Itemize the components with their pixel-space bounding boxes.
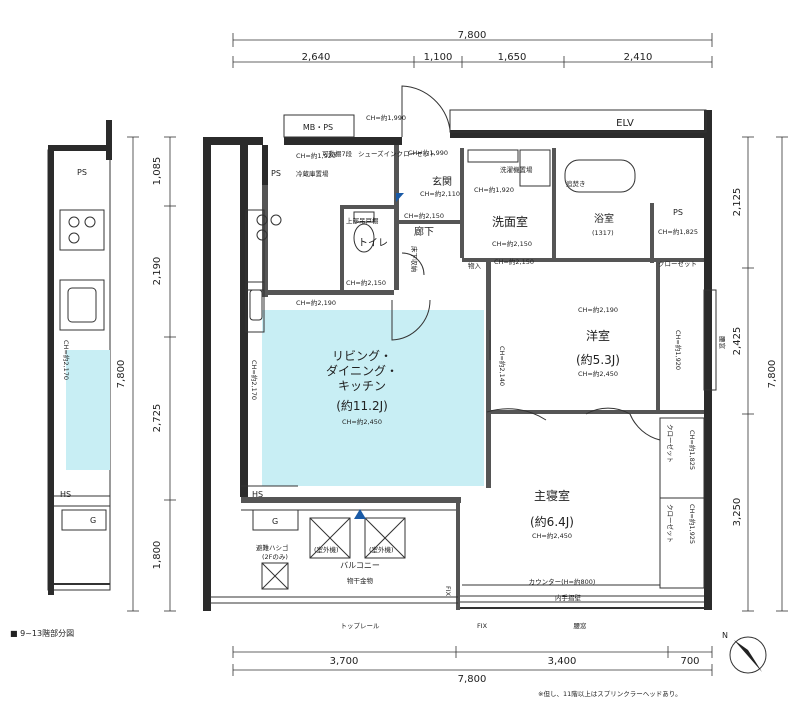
main-plan	[203, 85, 717, 611]
disaster-ladder-note: (2Fのみ)	[262, 553, 288, 561]
ch-1825-ps-label: CH=約1,825	[658, 227, 698, 236]
entrance-ch-label: CH=約2,110	[420, 189, 460, 198]
g-left-label: G	[90, 516, 96, 525]
outdoor-unit-2-label: (室外機)	[369, 545, 394, 554]
washer-label: 洗濯機置場	[500, 165, 533, 174]
closet-right1-label: クローゼット	[666, 424, 675, 463]
balcony-label: バルコニー	[340, 561, 380, 570]
partial-plan	[47, 120, 112, 595]
ch-1920-label: CH=約1,920	[474, 185, 514, 194]
left-dimension-1: 1,085	[152, 157, 163, 186]
top-rail-label: トップレール	[341, 622, 381, 630]
ch-1990b-label: CH=約1,990	[408, 148, 448, 157]
floor-storage-label: 床下収納	[410, 246, 419, 272]
washroom-label: 洗面室	[492, 214, 528, 229]
partial-plan-label: ■ 9~13階部分図	[10, 628, 74, 638]
western-room-ch: CH=約2,450	[578, 369, 618, 378]
clothes-hardware-label: 物干金物	[347, 576, 374, 585]
top-dimension-3: 1,650	[498, 52, 527, 63]
ch-1990-label: CH=約1,990	[366, 113, 406, 122]
ps-side-label: PS	[77, 168, 87, 177]
ch-1825-label: CH=約1,825	[688, 430, 697, 470]
top-dimension-4: 2,410	[624, 52, 653, 63]
hs-left-label: HS	[60, 490, 71, 499]
western-room-size: (約5.3J)	[576, 352, 620, 367]
counter-label: カウンター(H=約800)	[529, 577, 596, 586]
ldk-label-line3: キッチン	[338, 379, 386, 393]
inner-window-sill-label: 内手摺壁	[555, 593, 582, 602]
toilet-ch-label: CH=約2,150	[346, 278, 386, 287]
bottom-dimension-1: 3,700	[330, 656, 359, 667]
master-bedroom-ch: CH=約2,450	[532, 531, 572, 540]
g-main-label: G	[272, 517, 278, 526]
storage-label: 物入	[468, 261, 482, 270]
ch-2150-storage-label: CH=約2,150	[494, 257, 534, 266]
bottom-dimension-3: 700	[680, 656, 699, 667]
hs-main-label: HS	[252, 490, 263, 499]
fridge-ch-label: CH=約1,920	[296, 151, 336, 160]
elv-label: ELV	[616, 118, 634, 129]
entrance-label: 玄関	[432, 175, 452, 188]
left-dimension-2: 2,190	[152, 257, 163, 286]
fix-vertical-label: FIX	[444, 586, 452, 597]
right-dimension-3: 3,250	[732, 498, 743, 527]
western-room-label: 洋室	[586, 328, 610, 343]
top-total-dimension: 7,800	[458, 30, 487, 41]
north-arrow-icon	[729, 636, 767, 674]
toilet-label: トイレ	[358, 238, 388, 249]
ldk-label-line1: リビング・	[332, 349, 392, 363]
mbps-label: MB・PS	[303, 123, 333, 132]
right-dimension-2: 2,425	[732, 327, 743, 356]
master-bedroom-label: 主寝室	[534, 488, 570, 503]
ch-2170-left: CH=約2,170	[62, 340, 71, 380]
fridge-label: 冷蔵庫置場	[296, 169, 329, 178]
top-dimension-1: 2,640	[302, 52, 331, 63]
master-bedroom-size: (約6.4J)	[530, 514, 574, 529]
closet-label: クローゼット	[658, 259, 697, 268]
ldk-label-line2: ダイニング・	[326, 363, 398, 378]
dimension-lines	[127, 33, 788, 676]
bathroom-label: 浴室	[594, 212, 614, 225]
ch-2190-ldk-label: CH=約2,190	[296, 298, 336, 307]
reheating-label: 追焚き	[566, 179, 586, 188]
right-dimension-1: 2,125	[732, 188, 743, 217]
left-total-dimension: 7,800	[116, 360, 127, 389]
washroom-ch-label: CH=約2,150	[492, 239, 532, 248]
ps-right-label: PS	[673, 208, 683, 217]
ldk-size-label: (約11.2J)	[336, 398, 388, 413]
sprinkler-note: ※但し、11階以上はスプリンクラーヘッドあり。	[538, 689, 682, 698]
hallway-label: 廊下	[414, 225, 434, 238]
ch-1920-side-label: CH=約1,920	[674, 330, 683, 370]
ldk-ch-label: CH=約2,450	[342, 417, 382, 426]
left-dimension-3: 2,725	[152, 404, 163, 433]
ch-2140-label: CH=約2,140	[498, 346, 507, 386]
disaster-ladder-label: 避難ハシゴ	[256, 543, 289, 552]
bottom-total-dimension: 7,800	[458, 674, 487, 685]
waist-window-side-label: 腰窓	[718, 336, 727, 350]
outdoor-unit-1-label: (室外機)	[314, 545, 339, 554]
ch-1925-label: CH=約1,925	[688, 504, 697, 544]
shoes-closet-label: シューズインクローゼット	[358, 149, 436, 158]
top-dimension-2: 1,100	[424, 52, 453, 63]
north-label: N	[722, 631, 728, 640]
closet-right2-label: クローゼット	[666, 504, 675, 543]
ps-left-label: PS	[271, 169, 281, 178]
ch-2150-label: CH=約2,150	[404, 211, 444, 220]
left-dimension-4: 1,800	[152, 541, 163, 570]
movable-shelf-label: 可動棚7段	[322, 149, 353, 158]
waist-window-label: 腰窓	[574, 621, 588, 630]
ldk-floor-highlight	[262, 310, 484, 486]
right-total-dimension: 7,800	[767, 360, 778, 389]
fix-label: FIX	[477, 622, 488, 630]
upper-cabinet-label: 上部吊戸棚	[346, 216, 379, 225]
ch-2190-west-label: CH=約2,190	[578, 305, 618, 314]
ch-2170-label: CH=約2,170	[250, 360, 259, 400]
bottom-dimension-2: 3,400	[548, 656, 577, 667]
bathroom-size-label: (1317)	[592, 229, 614, 237]
